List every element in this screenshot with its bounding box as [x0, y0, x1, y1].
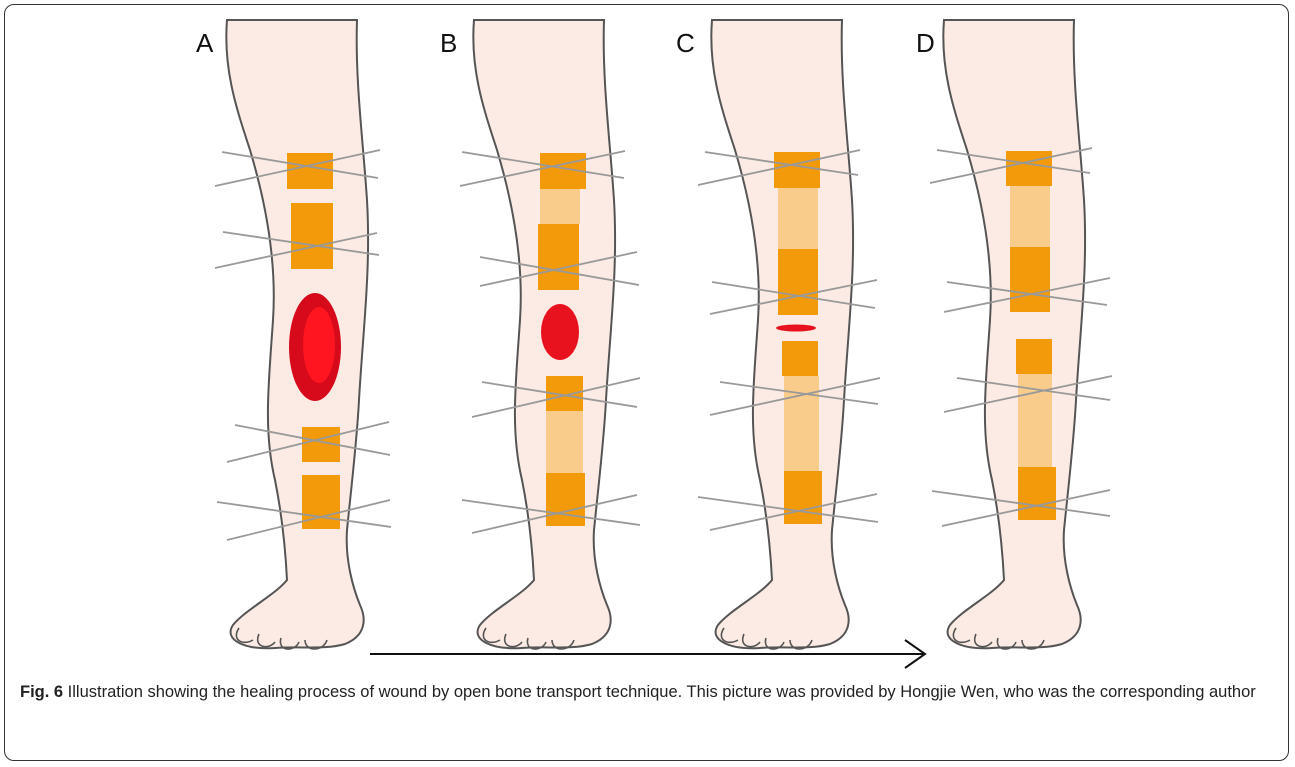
bone-segment-c3 [782, 341, 818, 376]
bone-segment-b4 [546, 473, 585, 526]
panel-b [460, 20, 640, 649]
regenerate-c2 [784, 376, 819, 471]
bone-segment-c2 [778, 249, 818, 315]
figure-caption: Fig. 6 Illustration showing the healing … [20, 678, 1270, 706]
caption-text: Illustration showing the healing process… [63, 683, 1256, 701]
bone-segment-c1 [774, 152, 820, 188]
wound-b [541, 304, 579, 360]
bone-segment-a1 [287, 153, 333, 189]
regenerate-b1 [540, 189, 580, 224]
wound-c [776, 325, 816, 332]
figure-number: Fig. 6 [20, 683, 63, 701]
bone-segment-d3 [1016, 339, 1052, 374]
bone-segment-d4 [1018, 467, 1056, 520]
regenerate-c1 [778, 188, 818, 249]
bone-segment-d1 [1006, 151, 1052, 186]
panel-d [930, 20, 1112, 649]
bone-segment-d2 [1010, 247, 1050, 312]
leg-outline-c [711, 20, 853, 649]
bone-transport-illustration: A B C D [0, 0, 1295, 670]
progression-arrow [370, 640, 925, 668]
bone-segment-a2 [291, 203, 333, 269]
regenerate-b2 [546, 411, 583, 473]
panel-c [698, 20, 880, 649]
panel-label-c: C [676, 28, 695, 58]
regenerate-d1 [1010, 186, 1050, 247]
panel-a [215, 20, 391, 649]
wound-a-inner [303, 307, 335, 383]
bone-segment-c4 [784, 471, 822, 524]
panel-label-d: D [916, 28, 935, 58]
panel-label-b: B [440, 28, 457, 58]
leg-outline-d [943, 20, 1085, 649]
panel-label-a: A [196, 28, 214, 58]
bone-segment-b2 [538, 224, 579, 290]
